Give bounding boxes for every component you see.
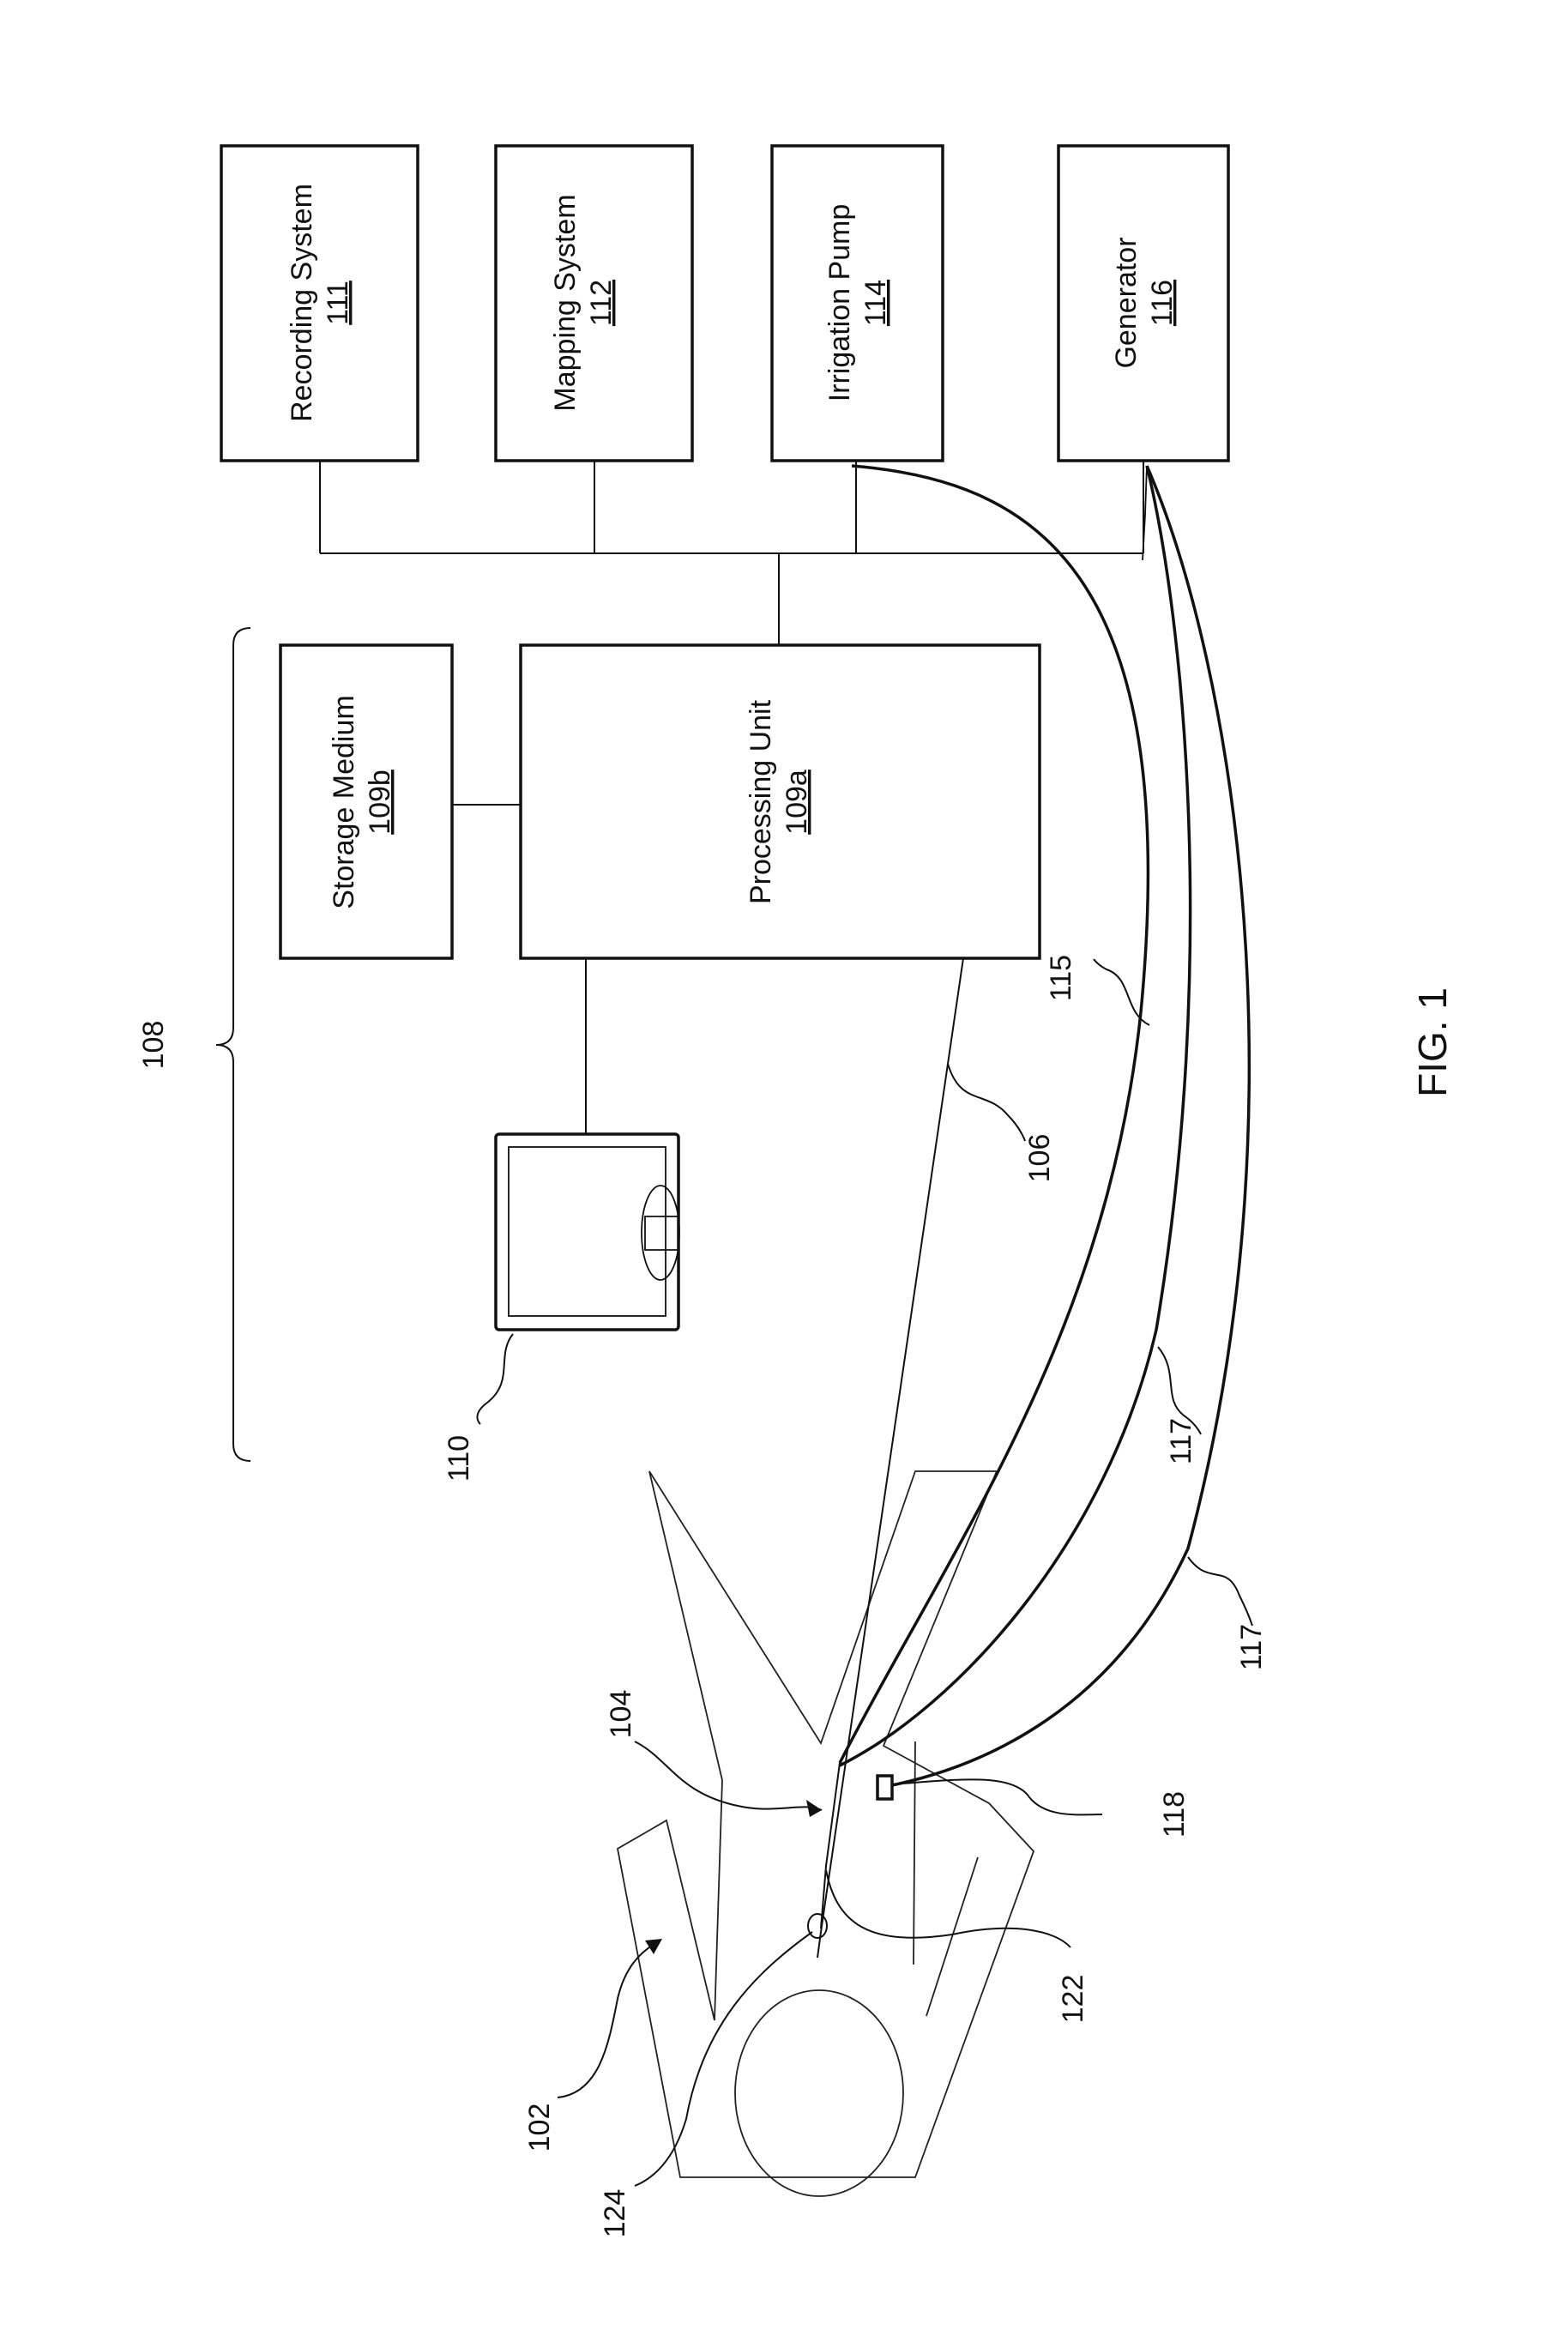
leader-122 bbox=[826, 1870, 1070, 1947]
leader-104-arrow bbox=[635, 1741, 822, 1810]
processing-unit-ref: 109a bbox=[781, 770, 813, 835]
storage-medium-label: Storage Medium bbox=[328, 695, 360, 908]
processing-unit-label: Processing Unit bbox=[745, 699, 777, 904]
patch-electrode-118 bbox=[877, 1776, 892, 1799]
irrigation-pump-ref: 114 bbox=[859, 280, 892, 326]
bus-connector bbox=[320, 461, 1143, 645]
heart-marker-124 bbox=[808, 1914, 827, 1938]
ref-108: 108 bbox=[137, 1021, 170, 1070]
ref-102: 102 bbox=[523, 2104, 556, 2152]
leader-124 bbox=[635, 1932, 812, 2186]
ref-117-lower: 117 bbox=[1235, 1624, 1268, 1670]
processing-unit-box: Processing Unit 109a bbox=[521, 645, 1040, 958]
leader-106 bbox=[948, 1064, 1025, 1141]
catheter-104-line bbox=[821, 1763, 840, 1929]
ref-118: 118 bbox=[1158, 1791, 1191, 1838]
ref-106: 106 bbox=[1023, 1134, 1056, 1183]
irrigation-pump-box: Irrigation Pump 114 bbox=[772, 146, 943, 461]
patient-body-outline bbox=[618, 1471, 1034, 2196]
generator-ref: 116 bbox=[1146, 280, 1179, 326]
ref-110: 110 bbox=[443, 1435, 475, 1482]
generator-label: Generator bbox=[1110, 237, 1143, 368]
ref-117-upper: 117 bbox=[1165, 1418, 1197, 1464]
ref-122: 122 bbox=[1057, 1975, 1089, 2024]
display-monitor-icon bbox=[496, 1134, 679, 1330]
leader-102-arrow bbox=[558, 1941, 660, 2098]
recording-system-ref: 111 bbox=[322, 281, 354, 325]
ref-104: 104 bbox=[605, 1690, 637, 1739]
leader-117-lower bbox=[1188, 1557, 1252, 1626]
storage-medium-ref: 109b bbox=[364, 770, 396, 835]
figure-label: FIG. 1 bbox=[1410, 987, 1455, 1097]
generator-box: Generator 116 bbox=[1058, 146, 1228, 461]
system-108-brace bbox=[216, 628, 250, 1461]
storage-medium-box: Storage Medium 109b bbox=[280, 645, 452, 958]
irrigation-pump-label: Irrigation Pump bbox=[823, 204, 856, 402]
mapping-system-box: Mapping System 112 bbox=[496, 146, 692, 461]
recording-system-label: Recording System bbox=[286, 184, 318, 422]
display-leader bbox=[477, 1334, 513, 1424]
ref-115: 115 bbox=[1045, 955, 1077, 1001]
recording-system-box: Recording System 111 bbox=[221, 146, 418, 461]
mapping-system-ref: 112 bbox=[585, 280, 618, 326]
cable-106 bbox=[817, 958, 963, 1958]
arrowhead-102 bbox=[645, 1939, 662, 1954]
leader-118 bbox=[892, 1779, 1102, 1814]
mapping-system-label: Mapping System bbox=[549, 194, 582, 411]
ref-124: 124 bbox=[599, 2189, 631, 2238]
